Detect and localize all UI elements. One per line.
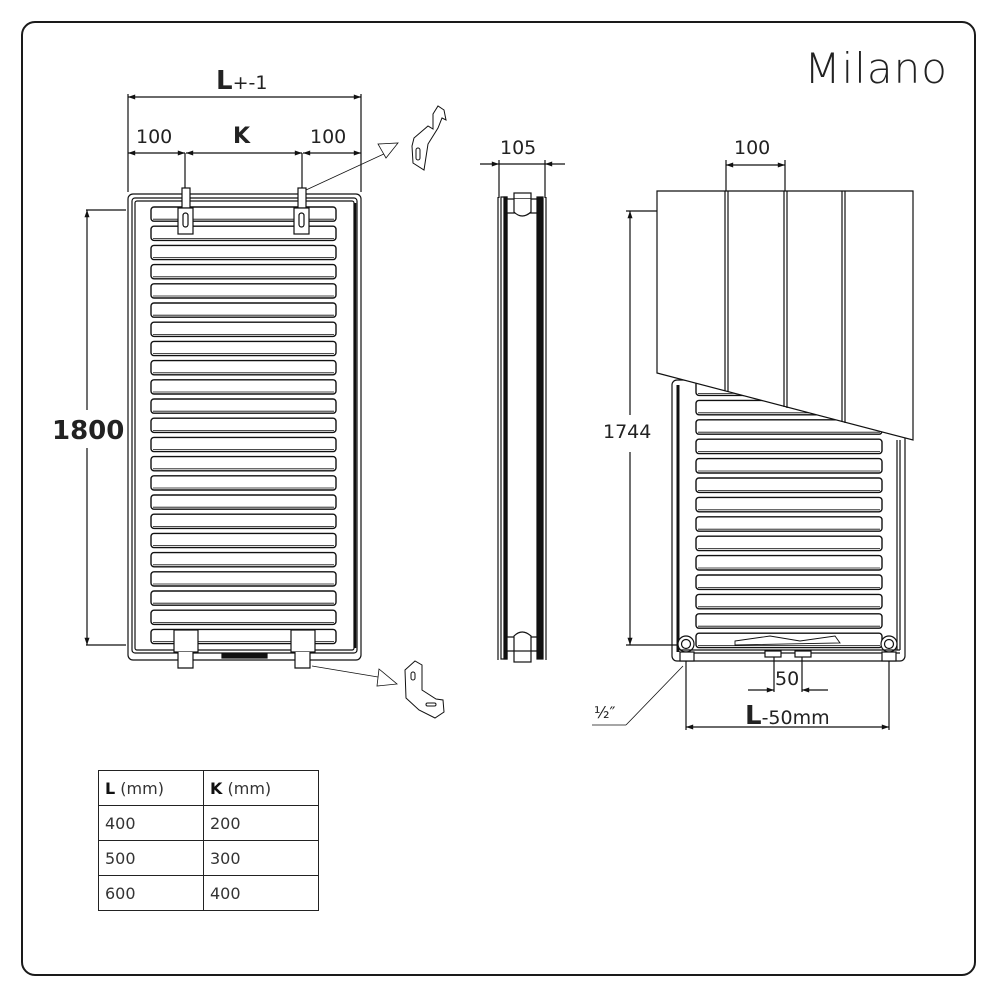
overall-width-label: L+-1 xyxy=(216,66,268,96)
header-cell-k: K (mm) xyxy=(203,770,319,806)
table-cell: 500 xyxy=(98,840,204,876)
bottom-width-label: L-50mm xyxy=(745,701,830,731)
table-cell: 400 xyxy=(98,805,204,841)
left-offset-label: 100 xyxy=(136,126,173,148)
front-slats xyxy=(150,206,337,645)
drawing-frame xyxy=(21,21,976,976)
center-distance-label: K xyxy=(233,124,251,149)
rear-view xyxy=(592,160,914,730)
front-height-label: 1800 xyxy=(52,416,125,446)
product-title: Milano xyxy=(804,44,948,93)
connector-spacing-label: 50 xyxy=(775,668,800,690)
table-header-row: L (mm) K (mm) xyxy=(98,770,319,806)
rear-height-label: 1744 xyxy=(603,421,652,443)
front-view xyxy=(84,94,399,687)
table-cell: 400 xyxy=(203,875,319,911)
dimensions-table: L (mm) K (mm) 400 200 500 300 600 400 xyxy=(98,770,319,911)
thread-size-label: ½″ xyxy=(594,703,616,722)
table-cell: 300 xyxy=(203,840,319,876)
wall-bracket-top-icon xyxy=(411,105,447,171)
right-offset-label: 100 xyxy=(310,126,347,148)
table-row: 600 400 xyxy=(98,875,319,911)
table-row: 500 300 xyxy=(98,840,319,876)
side-view xyxy=(480,160,565,663)
wall-bracket-bottom-icon xyxy=(404,660,445,719)
table-row: 400 200 xyxy=(98,805,319,841)
header-cell-l: L (mm) xyxy=(98,770,204,806)
depth-label: 105 xyxy=(500,137,537,159)
table-cell: 200 xyxy=(203,805,319,841)
panel-width-label: 100 xyxy=(734,137,771,159)
table-cell: 600 xyxy=(98,875,204,911)
